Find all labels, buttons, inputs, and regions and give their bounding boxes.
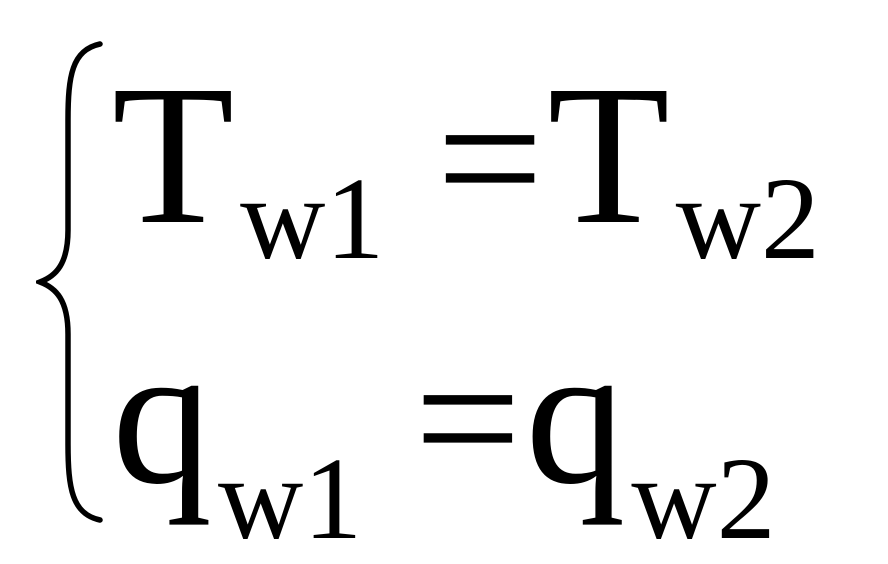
rhs-symbol: T — [547, 45, 670, 266]
equation-row-heat-flux: qw1=qw2 — [112, 316, 776, 558]
lhs-symbol: q — [112, 305, 212, 526]
lhs-subscript: w1 — [240, 153, 385, 284]
rhs-subscript: w2 — [631, 433, 776, 564]
rhs-symbol: q — [525, 305, 626, 526]
left-brace — [36, 41, 103, 523]
equals-sign: = — [414, 314, 522, 524]
lhs-subscript: w1 — [218, 433, 363, 564]
lhs-symbol: T — [112, 45, 235, 266]
equals-sign: = — [436, 54, 544, 264]
equation-row-temperature: Tw1=Tw2 — [112, 56, 820, 278]
rhs-subscript: w2 — [675, 153, 820, 284]
